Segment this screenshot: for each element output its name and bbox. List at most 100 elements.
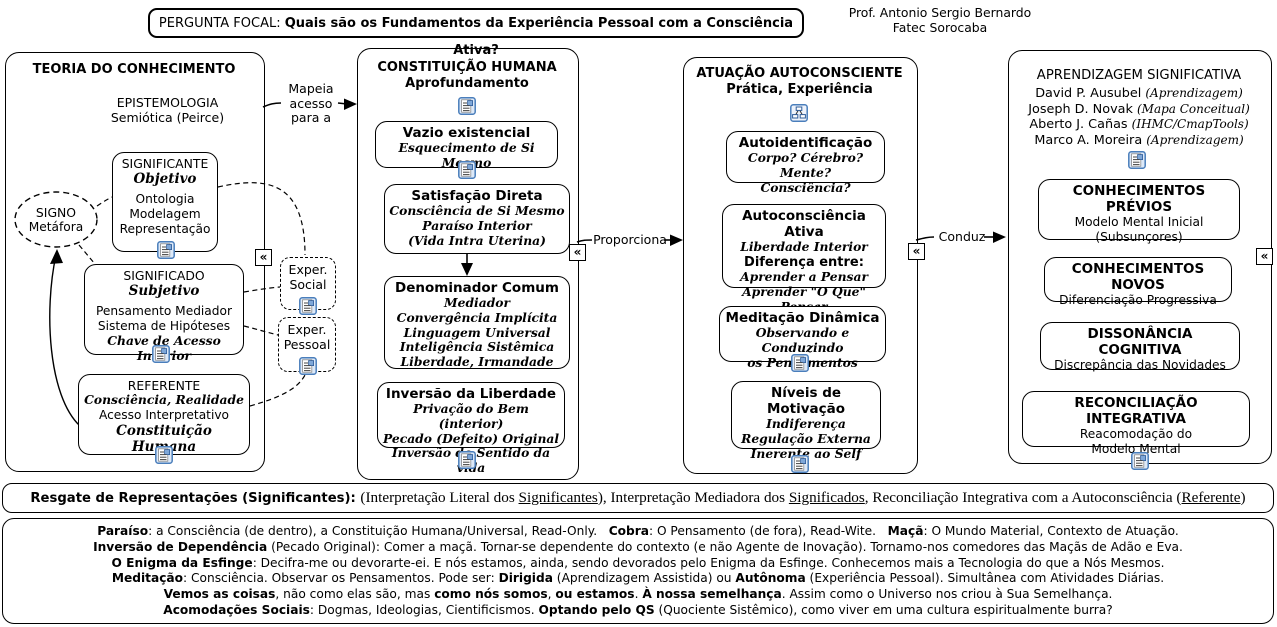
- link-label-conduz: Conduz: [938, 229, 986, 244]
- dissonancia-cognitiva-node[interactable]: DISSONÂNCIA COGNITIVA Discrepância das N…: [1040, 322, 1240, 372]
- denominador-item: Liberdade, Irmandade: [400, 354, 554, 370]
- note-line: Acomodações Sociais: Dogmas, Ideologias,…: [3, 603, 1273, 619]
- reconciliacao-integrativa-node[interactable]: RECONCILIAÇÃO INTEGRATIVA Reacomodação d…: [1022, 391, 1250, 456]
- text-segment: : a Consciência (de dentro), a Constitui…: [148, 524, 609, 538]
- cmap-icon[interactable]: [790, 104, 808, 122]
- text-segment: , Reconciliação Integrativa com a Autoco…: [864, 489, 1182, 506]
- reconciliacao-title: RECONCILIAÇÃO INTEGRATIVA: [1074, 395, 1198, 427]
- text-segment: : O Mundo Material, Contexto de Atuação.: [923, 524, 1179, 538]
- resource-icon[interactable]: [299, 297, 317, 315]
- mapeia-line2: acesso: [289, 95, 333, 111]
- author-line: Aberto J. Cañas (IHMC/CmapTools): [1008, 117, 1270, 133]
- resource-icon[interactable]: [155, 446, 173, 464]
- autoidentificacao-node[interactable]: Autoidentificação Corpo? Cérebro? Mente?…: [726, 131, 885, 194]
- exper-social-node[interactable]: Exper. Social: [280, 257, 336, 310]
- referente-title: REFERENTE: [127, 378, 201, 393]
- significante-item: Representação: [119, 222, 211, 236]
- autoconsciencia-ativa-node[interactable]: Autoconsciência Ativa Liberdade Interior…: [722, 204, 886, 314]
- text-segment: (Pecado Original): Comer a maçã. Tornar-…: [267, 539, 1183, 554]
- referente-item: Consciência, Realidade: [84, 392, 244, 407]
- dissonancia-title: DISSONÂNCIA COGNITIVA: [1087, 326, 1193, 358]
- col2-title-line1: CONSTITUIÇÃO HUMANA: [377, 60, 557, 75]
- vazio-item: Esquecimento de Si Mesmo: [398, 140, 535, 169]
- text-segment: Resgate de Representações (Significantes…: [30, 491, 361, 506]
- collapse-chevron-col2[interactable]: «: [569, 244, 586, 261]
- author-name: David P. Ausubel: [1035, 86, 1146, 101]
- text-segment: ou estamos: [555, 587, 635, 602]
- author-note: (IHMC/CmapTools): [1131, 117, 1249, 131]
- text-segment: Paraíso: [97, 524, 149, 538]
- exper-social-line2: Social: [289, 277, 327, 292]
- denominador-title: Denominador Comum: [395, 280, 559, 296]
- note-line: O Enigma da Esfinge: Decifra-me ou devor…: [3, 556, 1273, 572]
- resource-icon[interactable]: [1128, 151, 1146, 169]
- col3-title: ATUAÇÃO AUTOCONSCIENTE Prática, Experiên…: [683, 66, 916, 98]
- col2-title: CONSTITUIÇÃO HUMANA Aprofundamento: [357, 60, 577, 92]
- niveis-motivacao-node[interactable]: Níveis de Motivação Indiferença Regulaçã…: [731, 381, 881, 460]
- note-line: Inversão de Dependência (Pecado Original…: [3, 540, 1273, 556]
- professor-name: Prof. Antonio Sergio Bernardo: [848, 5, 1032, 20]
- epistemologia-line2: Semiótica (Peirce): [110, 109, 225, 125]
- referente-node[interactable]: REFERENTE Consciência, Realidade Acesso …: [78, 374, 250, 455]
- significado-subtitle: Subjetivo: [128, 283, 200, 299]
- text-segment: Cobra: [608, 524, 649, 538]
- resource-icon[interactable]: [458, 451, 476, 469]
- resource-icon[interactable]: [791, 354, 809, 372]
- resource-icon[interactable]: [458, 161, 476, 179]
- referente-item: Acesso Interpretativo: [98, 407, 229, 422]
- text-segment: , não como elas são, mas: [275, 587, 435, 602]
- previos-title: CONHECIMENTOS PRÉVIOS: [1072, 183, 1206, 215]
- vazio-existencial-node[interactable]: Vazio existencial Esquecimento de Si Mes…: [375, 121, 558, 170]
- significado-item: Sistema de Hipóteses: [97, 319, 231, 333]
- significante-title: SIGNIFICANTE: [121, 156, 209, 171]
- significado-node[interactable]: SIGNIFICADO Subjetivo Pensamento Mediado…: [84, 264, 244, 363]
- text-segment: Acomodações Sociais: [163, 602, 310, 617]
- collapse-chevron-col3[interactable]: «: [908, 243, 925, 260]
- text-segment: : Decifra-me ou devorarte-ei. E nós esta…: [252, 555, 1165, 570]
- denominador-item: Inteligência Sistêmica: [399, 339, 555, 355]
- meditacao-dinamica-node[interactable]: Meditação Dinâmica Observando e Conduzin…: [719, 306, 886, 369]
- note-line: Vemos as coisas, não como elas são, mas …: [3, 587, 1273, 603]
- text-segment: Optando pelo QS: [538, 602, 655, 617]
- denominador-comum-node[interactable]: Denominador Comum Mediador Convergência …: [384, 276, 570, 369]
- focal-question-box: PERGUNTA FOCAL: Quais são os Fundamentos…: [148, 8, 804, 58]
- col3-title-line2: Prática, Experiência: [726, 82, 873, 97]
- resource-icon[interactable]: [152, 345, 170, 363]
- conhecimentos-previos-node[interactable]: CONHECIMENTOS PRÉVIOS Modelo Mental Inic…: [1038, 179, 1240, 244]
- inversao-liberdade-node[interactable]: Inversão da Liberdade Privação do Bem (i…: [377, 382, 565, 475]
- inversao-title: Inversão da Liberdade: [385, 386, 557, 402]
- link-label-mapeia: Mapeia acesso para a: [282, 81, 340, 126]
- col1-epistemologia: EPISTEMOLOGIA Semiótica (Peirce): [75, 95, 260, 125]
- collapse-chevron-col4[interactable]: «: [1256, 248, 1273, 265]
- author-note: (Aprendizagem): [1145, 86, 1243, 100]
- author-name: Marco A. Moreira: [1034, 132, 1147, 148]
- conhecimentos-novos-node[interactable]: CONHECIMENTOS NOVOS Diferenciação Progre…: [1044, 257, 1232, 307]
- text-segment: como nós somos: [434, 587, 548, 602]
- novos-title: CONHECIMENTOS NOVOS: [1071, 261, 1205, 293]
- resource-icon[interactable]: [299, 357, 317, 375]
- resource-icon[interactable]: [791, 455, 809, 473]
- resource-icon[interactable]: [1131, 452, 1149, 470]
- inversao-item: Pecado (Defeito) Original: [382, 430, 560, 446]
- collapse-chevron-col1[interactable]: «: [255, 249, 272, 266]
- satisfacao-item: Consciência de Si Mesmo: [389, 203, 565, 218]
- inversao-item: Privação do Bem (interior): [413, 401, 529, 431]
- text-segment: Referente: [1181, 489, 1241, 506]
- mapeia-line3: para a: [290, 110, 332, 125]
- niveis-item: Indiferença: [766, 416, 846, 431]
- institution-name: Fatec Sorocaba: [892, 19, 988, 35]
- autoconsc-title: Autoconsciência Ativa: [742, 208, 866, 240]
- significado-item: Pensamento Mediador: [96, 304, 232, 318]
- signo-node[interactable]: SIGNO Metáfora: [15, 205, 97, 235]
- text-segment: .: [634, 587, 643, 602]
- note-line: Meditação: Consciência. Observar os Pens…: [3, 571, 1273, 587]
- significante-node[interactable]: SIGNIFICANTE Objetivo Ontologia Modelage…: [112, 152, 218, 252]
- exper-social-line1: Exper.: [288, 262, 328, 277]
- resource-icon[interactable]: [458, 97, 476, 115]
- satisfacao-direta-node[interactable]: Satisfação Direta Consciência de Si Mesm…: [384, 184, 570, 254]
- text-segment: Vemos as coisas: [163, 587, 276, 602]
- autoident-item: Corpo? Cérebro? Mente?: [747, 150, 864, 180]
- focal-question-text: Quais são os Fundamentos da Experiência …: [284, 16, 794, 58]
- resource-icon[interactable]: [157, 241, 175, 259]
- signo-line1: SIGNO: [35, 205, 77, 220]
